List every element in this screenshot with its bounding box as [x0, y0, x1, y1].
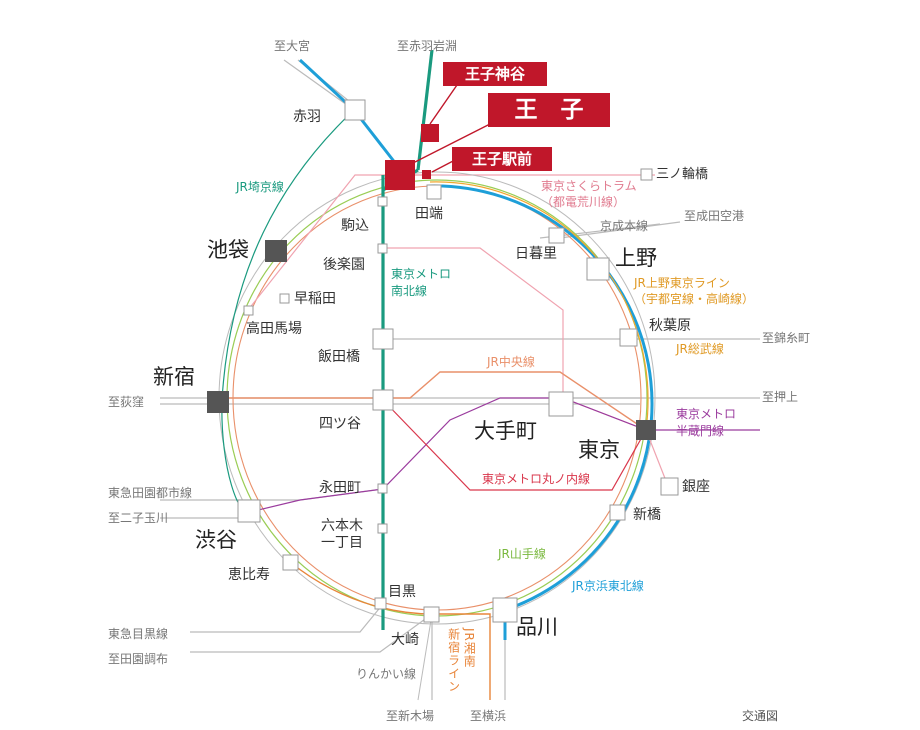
station-osaki: 大崎 — [391, 632, 419, 648]
komagome-marker — [377, 196, 388, 207]
dest-narita: 至成田空港 — [684, 209, 745, 223]
otemachi-marker — [548, 391, 574, 417]
label-chuo: JR中央線 — [487, 355, 535, 369]
akihabara-marker — [619, 328, 638, 347]
nagatacho-marker — [377, 483, 388, 494]
station-markers — [237, 99, 679, 623]
marunouchi-line — [382, 399, 647, 491]
oji-kamiya-callout: 王子神谷 — [443, 62, 547, 86]
map-caption: 交通図 — [742, 709, 779, 723]
station-shibuya: 渋谷 — [195, 528, 237, 552]
station-meguro: 目黒 — [388, 584, 416, 600]
label-rinkai: りんかい線 — [356, 667, 417, 681]
oji-callout: 王 子 — [488, 93, 610, 127]
station-shinagawa: 品川 — [516, 615, 558, 639]
station-nagatacho: 永田町 — [319, 480, 361, 496]
iidabashi-marker — [372, 328, 394, 350]
oji-ekimae-callout: 王子駅前 — [452, 147, 552, 171]
hanzomon-line — [249, 397, 760, 513]
station-tabata: 田端 — [415, 206, 443, 222]
saikyo-line — [221, 109, 355, 514]
minowabashi-marker — [640, 168, 653, 181]
highlight-stations — [385, 84, 491, 190]
dest-denenchofu: 至田園調布 — [108, 652, 169, 666]
station-korakuen: 後楽園 — [323, 257, 365, 273]
label-ueno-tokyo: JR上野東京ライン （宇都宮線・高崎線） — [634, 276, 755, 307]
dest-akabane-iwabuchi: 至赤羽岩淵 — [397, 39, 458, 53]
yotsuya-marker — [372, 389, 394, 411]
label-shonan-shinjuku: JR湘南 新宿ライン — [446, 628, 477, 693]
label-namboku: 東京メトロ 南北線 — [391, 267, 452, 298]
oji-marker — [385, 160, 415, 190]
station-shinjuku: 新宿 — [153, 365, 195, 389]
dest-shinkiba: 至新木場 — [386, 709, 435, 723]
label-keihin-tohoku: JR京浜東北線 — [572, 579, 644, 593]
station-akihabara: 秋葉原 — [649, 318, 691, 334]
station-otemachi: 大手町 — [474, 419, 537, 443]
dest-kinshicho: 至錦糸町 — [762, 331, 811, 345]
ikebukuro-marker — [265, 240, 287, 262]
label-keisei: 京成本線 — [600, 219, 649, 233]
shinjuku-marker — [207, 391, 229, 413]
dest-futako: 至二子玉川 — [108, 511, 169, 525]
station-ueno: 上野 — [615, 246, 657, 270]
takadanobaba-marker — [243, 305, 254, 316]
dest-ogikubo: 至荻窪 — [108, 395, 145, 409]
ebisu-marker — [282, 554, 299, 571]
station-tokyo: 東京 — [578, 438, 620, 462]
station-yotsuya: 四ツ谷 — [319, 416, 361, 432]
label-saikyo: JR埼京線 — [236, 180, 284, 194]
dest-oshiage: 至押上 — [762, 390, 799, 404]
tabata-marker — [426, 184, 442, 200]
label-meguro-line: 東急目黒線 — [108, 627, 169, 641]
osaki-marker — [423, 606, 440, 623]
label-sobu: JR総武線 — [676, 342, 724, 356]
dest-yokohama: 至横浜 — [470, 709, 507, 723]
roppongi-marker — [377, 523, 388, 534]
chuo-line — [220, 371, 647, 431]
station-ginza: 銀座 — [682, 479, 710, 495]
tokyo-marker — [636, 420, 656, 440]
keihin-tohoku-line — [426, 184, 654, 612]
station-ebisu: 恵比寿 — [228, 567, 270, 583]
station-waseda: 早稲田 — [294, 291, 336, 307]
label-yamanote: JR山手線 — [498, 547, 546, 561]
oji-ekimae-marker — [422, 170, 431, 179]
station-komagome: 駒込 — [341, 218, 369, 234]
shibuya-marker — [237, 499, 261, 523]
label-marunouchi: 東京メトロ丸ノ内線 — [482, 472, 591, 486]
nippori-marker — [548, 227, 565, 244]
oji-kamiya-marker — [421, 124, 439, 142]
label-den-en-toshi: 東急田園都市線 — [108, 486, 193, 500]
station-roppongi: 六本木 一丁目 — [321, 518, 363, 551]
waseda-marker — [279, 293, 290, 304]
namboku-line — [416, 49, 434, 171]
label-hanzomon: 東京メトロ 半蔵門線 — [676, 407, 737, 438]
shinagawa-marker — [492, 597, 518, 623]
station-minowabashi: 三ノ輪橋 — [656, 167, 709, 182]
akabane-marker — [344, 99, 366, 121]
station-akabane: 赤羽 — [293, 109, 321, 125]
station-takadanobaba: 高田馬場 — [246, 321, 302, 337]
ginza-marker — [660, 477, 679, 496]
shinbashi-marker — [609, 504, 626, 521]
ueno-tokyo-line — [429, 181, 649, 431]
station-shinbashi: 新橋 — [633, 507, 661, 523]
meguro-marker — [374, 597, 387, 610]
ueno-marker — [586, 257, 610, 281]
station-iidabashi: 飯田橋 — [318, 349, 360, 365]
major-stations — [207, 240, 656, 440]
dest-omiya: 至大宮 — [274, 39, 311, 53]
korakuen-marker — [377, 243, 388, 254]
station-ikebukuro: 池袋 — [207, 238, 249, 262]
station-nippori: 日暮里 — [515, 246, 557, 262]
label-toden: 東京さくらトラム （都電荒川線） — [541, 179, 637, 210]
